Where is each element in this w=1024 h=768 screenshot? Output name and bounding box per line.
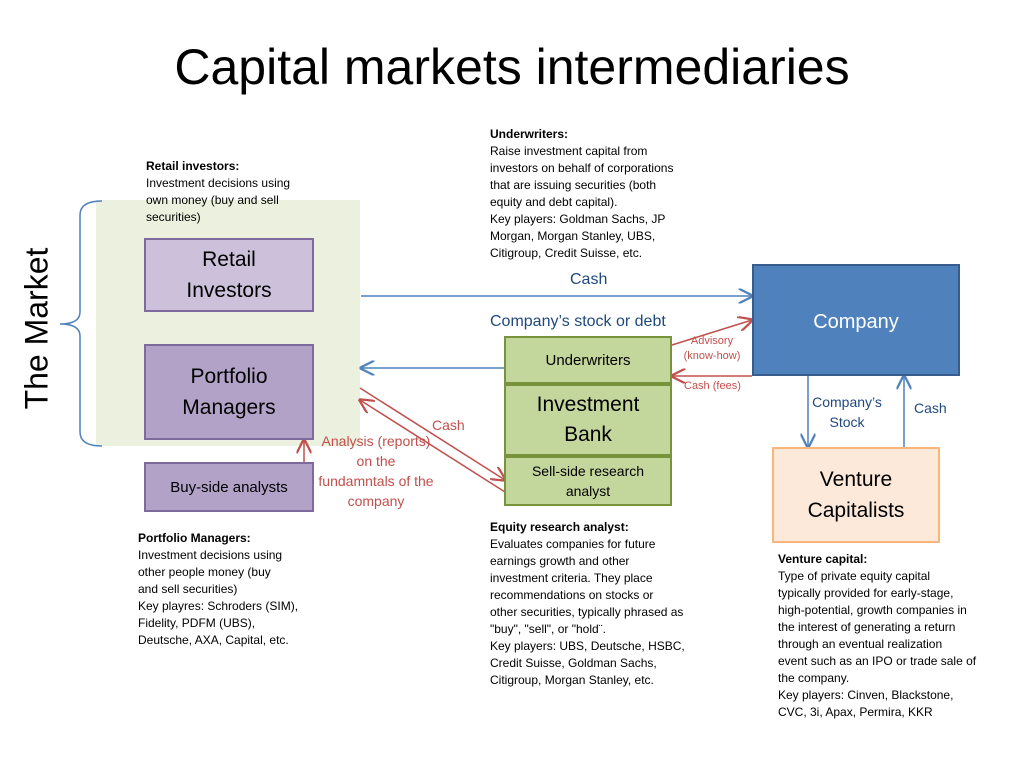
- portfolio-note-line: Deutsche, AXA, Capital, etc.: [138, 633, 289, 647]
- page-title: Capital markets intermediaries: [174, 39, 850, 95]
- arrow-analysis: [360, 400, 506, 493]
- venture-capitalists-box: Venture Capitalists: [772, 447, 940, 543]
- equity-note-line: Citigroup, Morgan Stanley, etc.: [490, 673, 654, 687]
- vc-note-line: event such as an IPO or trade sale of: [778, 654, 977, 668]
- cash-top-label: Cash: [570, 271, 608, 288]
- retail-note-heading: Retail investors:: [146, 159, 240, 173]
- portfolio-managers-box: Portfolio Managers: [144, 344, 314, 440]
- underwriters-note-line: equity and debt capital).: [490, 195, 618, 209]
- advisory-label: Advisory (know-how): [683, 335, 741, 362]
- underwriters-note-line: Citigroup, Credit Suisse, etc.: [490, 246, 643, 260]
- retail-investors-label: Retail Investors: [186, 248, 272, 302]
- underwriters-note-line: that are issuing securities (both: [490, 178, 657, 192]
- buy-side-analysts-label: Buy-side analysts: [170, 478, 288, 496]
- retail-note-body: Investment decisions using own money (bu…: [146, 176, 291, 224]
- underwriters-label: Underwriters: [545, 351, 631, 369]
- equity-note-line: Credit Suisse, Goldman Sachs,: [490, 656, 657, 670]
- cash-left-label: Cash: [432, 417, 465, 433]
- retail-investors-box: Retail Investors: [144, 238, 314, 312]
- vc-note-line: typically provided for early-stage,: [778, 586, 954, 600]
- underwriters-note-heading: Underwriters:: [490, 127, 569, 141]
- analysis-label: Analysis (reports) on the fundamntals of…: [318, 433, 434, 509]
- portfolio-managers-label: Portfolio Managers: [182, 365, 276, 419]
- vc-note-line: Key players: Cinven, Blackstone,: [778, 688, 954, 702]
- underwriters-note-line: Morgan, Morgan Stanley, UBS,: [490, 229, 656, 243]
- company-label: Company: [813, 311, 899, 333]
- underwriters-note: Underwriters: Raise investment capital f…: [490, 126, 720, 262]
- venture-capital-note: Venture capital: Type of private equity …: [778, 551, 1018, 721]
- equity-note-line: recommendations on stocks or: [490, 588, 654, 602]
- equity-research-note: Equity research analyst: Evaluates compa…: [490, 519, 730, 689]
- vc-note-heading: Venture capital:: [778, 552, 868, 566]
- equity-note-line: investment criteria. They place: [490, 571, 653, 585]
- company-box: Company: [752, 264, 960, 376]
- buy-side-analysts-box: Buy-side analysts: [144, 462, 314, 512]
- cash-right-label: Cash: [914, 400, 947, 416]
- portfolio-note-heading: Portfolio Managers:: [138, 531, 251, 545]
- market-brace: [59, 200, 103, 447]
- portfolio-note-line: and sell securities): [138, 582, 238, 596]
- equity-note-line: earnings growth and other: [490, 554, 630, 568]
- underwriters-note-line: investors on behalf of corporations: [490, 161, 674, 175]
- portfolio-note-line: Investment decisions using: [138, 548, 283, 562]
- underwriters-note-line: Raise investment capital from: [490, 144, 648, 158]
- vc-note-line: Type of private equity capital: [778, 569, 931, 583]
- arrow-cash-to-sellside: [359, 387, 505, 480]
- equity-note-line: Key players: UBS, Deutsche, HSBC,: [490, 639, 685, 653]
- vc-note-line: the interest of generating a return: [778, 620, 956, 634]
- vc-note-line: high-potential, growth companies in: [778, 603, 967, 617]
- portfolio-managers-note: Portfolio Managers: Investment decisions…: [138, 530, 338, 649]
- vc-note-line: CVC, 3i, Apax, Permira, KKR: [778, 705, 933, 719]
- portfolio-note-line: Fidelity, PDFM (UBS),: [138, 616, 256, 630]
- portfolio-note-line: other people money (buy: [138, 565, 271, 579]
- underwriters-box: Underwriters: [504, 336, 672, 384]
- cash-fees-label: Cash (fees): [684, 380, 741, 392]
- investment-bank-label: Investment Bank: [536, 393, 640, 446]
- arrow-advisory: [671, 320, 752, 346]
- venture-capitalists-label: Venture Capitalists: [807, 468, 905, 522]
- vc-note-line: through an eventual realization: [778, 637, 943, 651]
- equity-note-line: Evaluates companies for future: [490, 537, 656, 551]
- investment-bank-box: Investment Bank: [504, 384, 672, 456]
- company-stock-label: Company’s Stock: [812, 394, 882, 430]
- vc-note-line: the company.: [778, 671, 850, 685]
- retail-investors-note: Retail investors: Investment decisions u…: [146, 158, 314, 226]
- equity-note-line: "buy", "sell", or "hold¨.: [490, 622, 607, 636]
- stock-or-debt-label: Company’s stock or debt: [490, 313, 666, 330]
- sell-side-analyst-label: Sell-side research analyst: [531, 463, 645, 499]
- sell-side-analyst-box: Sell-side research analyst: [504, 456, 672, 506]
- equity-note-line: other securities, typically phrased as: [490, 605, 684, 619]
- underwriters-note-line: Key players: Goldman Sachs, JP: [490, 212, 666, 226]
- equity-note-heading: Equity research analyst:: [490, 520, 629, 534]
- portfolio-note-line: Key playres: Schroders (SIM),: [138, 599, 299, 613]
